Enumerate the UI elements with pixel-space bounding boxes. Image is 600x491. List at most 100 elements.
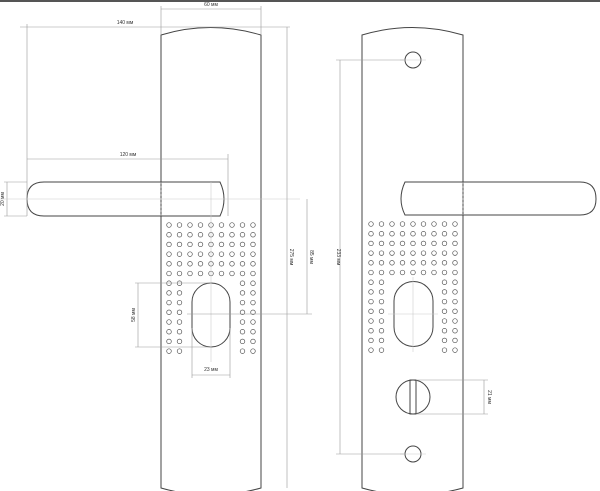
dot-hole [452, 298, 458, 305]
dot-hole [368, 289, 374, 295]
dot-hole [166, 241, 172, 248]
dot-hole [239, 280, 246, 286]
dim-handle-to-cylinder: 85 мм [308, 250, 314, 264]
dot-hole [176, 270, 183, 277]
right-dot-grid [368, 221, 458, 353]
dot-hole [218, 270, 225, 277]
dot-hole [420, 231, 427, 237]
dot-hole [452, 337, 458, 344]
dot-hole [378, 260, 385, 266]
dot-hole [197, 251, 204, 257]
dot-hole [368, 279, 374, 285]
dot-hole [187, 222, 193, 228]
dim-keyhole-height: 58 мм [131, 308, 137, 322]
dot-hole [389, 221, 395, 227]
right-handle [400, 181, 597, 216]
dot-hole [378, 240, 385, 247]
dot-hole [250, 232, 256, 238]
dot-hole [166, 309, 172, 315]
dot-hole [431, 269, 437, 276]
dot-hole [229, 241, 235, 248]
dot-hole [420, 240, 427, 247]
dot-hole [368, 328, 374, 334]
dot-hole [166, 232, 172, 238]
dot-hole [218, 232, 225, 238]
dot-hole [368, 298, 374, 305]
dot-hole [250, 338, 256, 345]
left-handle [26, 181, 225, 217]
dot-hole [378, 328, 385, 334]
right-plate [361, 27, 464, 491]
dot-hole [410, 221, 416, 227]
dot-hole [378, 221, 385, 227]
dot-hole [378, 231, 385, 237]
dot-hole [250, 319, 256, 325]
dot-hole [452, 279, 458, 285]
dot-hole [441, 260, 448, 266]
dim-screw-spacing: 233 мм [335, 249, 341, 266]
dot-hole [420, 269, 427, 276]
dot-hole [176, 319, 183, 325]
dot-hole [452, 240, 458, 247]
dot-hole [378, 347, 385, 353]
dot-hole [250, 222, 256, 228]
dot-hole [197, 261, 204, 267]
dot-hole [250, 290, 256, 296]
dot-hole [239, 232, 246, 238]
dot-hole [229, 261, 235, 267]
dot-hole [250, 329, 256, 335]
dot-hole [378, 279, 385, 285]
dot-hole [410, 260, 416, 266]
dot-hole [441, 231, 448, 237]
dot-hole [176, 329, 183, 335]
dot-hole [239, 222, 246, 228]
dot-hole [250, 309, 256, 315]
dot-hole [239, 319, 246, 325]
dot-hole [218, 251, 225, 257]
dot-hole [452, 347, 458, 353]
dot-hole [378, 298, 385, 305]
dot-hole [250, 280, 256, 286]
dot-hole [239, 299, 246, 306]
dot-hole [368, 318, 374, 324]
dot-hole [166, 299, 172, 306]
dot-hole [441, 289, 448, 295]
dot-hole [378, 269, 385, 276]
thumbturn [395, 379, 431, 415]
thumbturn-slot [409, 379, 417, 415]
dot-hole [378, 250, 385, 256]
dot-hole [368, 240, 374, 247]
dot-hole [389, 250, 395, 256]
dot-hole [218, 261, 225, 267]
dot-hole [229, 222, 235, 228]
left-plate [160, 27, 262, 491]
dot-hole [452, 250, 458, 256]
dot-hole [399, 221, 406, 227]
dot-hole [399, 260, 406, 266]
dim-plate-height: 275 мм [288, 249, 294, 266]
dot-hole [431, 250, 437, 256]
dot-hole [229, 270, 235, 277]
dot-hole [431, 240, 437, 247]
dot-hole [368, 250, 374, 256]
right-keyhole [393, 281, 434, 347]
dot-hole [452, 318, 458, 324]
dot-hole [166, 319, 172, 325]
dot-hole [420, 260, 427, 266]
dot-hole [176, 232, 183, 238]
dot-hole [441, 269, 448, 276]
dot-hole [452, 269, 458, 276]
dot-hole [368, 231, 374, 237]
dot-hole [187, 251, 193, 257]
dot-hole [452, 328, 458, 334]
dot-hole [239, 261, 246, 267]
dot-hole [410, 269, 416, 276]
dim-handle-length: 120 мм [120, 152, 137, 158]
left-dot-grid [166, 222, 256, 354]
dot-hole [441, 240, 448, 247]
dot-hole [187, 261, 193, 267]
dot-hole [399, 250, 406, 256]
dot-hole [431, 231, 437, 237]
